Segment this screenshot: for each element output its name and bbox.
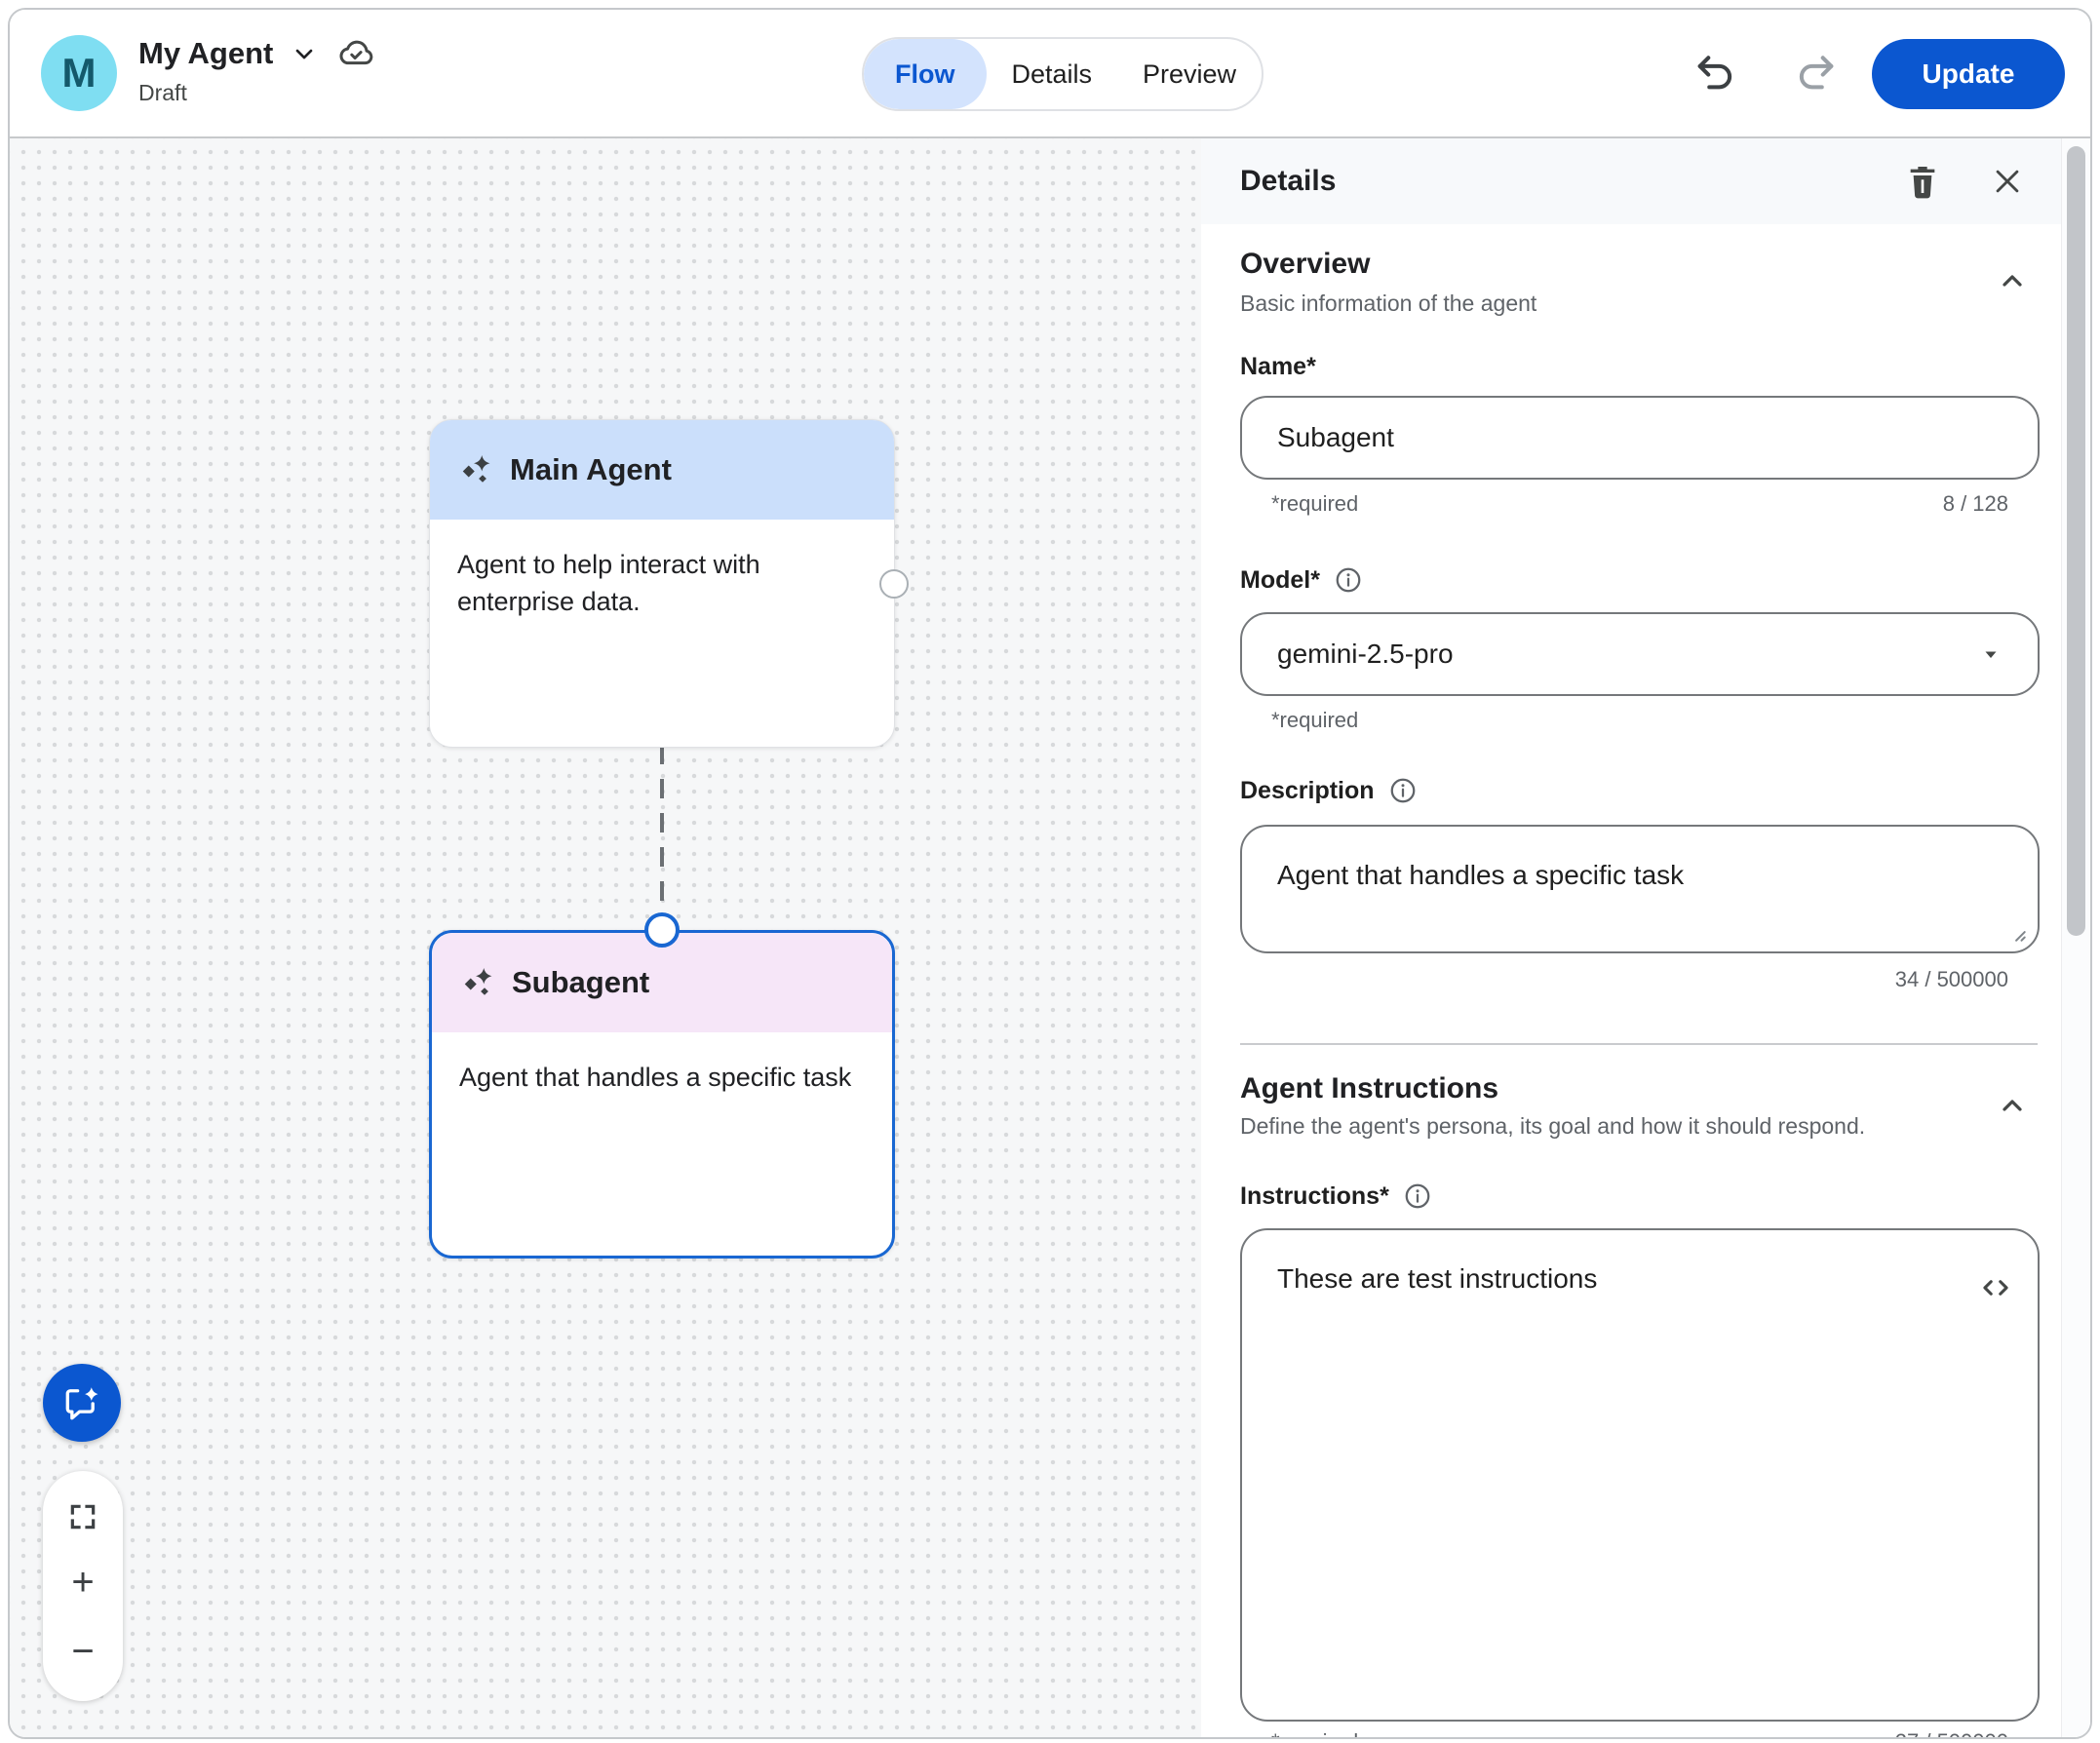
instructions-textarea[interactable]: These are test instructions [1240, 1228, 2040, 1722]
overview-heading: Overview [1240, 248, 1371, 280]
ai-chat-button[interactable] [43, 1364, 121, 1442]
dropdown-caret-icon [1979, 642, 2003, 666]
model-select[interactable]: gemini-2.5-pro [1240, 612, 2040, 696]
model-selected-value: gemini-2.5-pro [1277, 639, 1454, 669]
name-input[interactable] [1240, 396, 2040, 480]
top-bar: M My Agent Draft Flow Details Preview [10, 10, 2090, 138]
description-label: Description [1240, 776, 1418, 805]
name-hint-row: *required 8 / 128 [1240, 491, 2040, 517]
resize-handle-icon[interactable] [2003, 918, 2028, 944]
connector-handle-right[interactable] [879, 569, 909, 599]
description-hint-row: 34 / 500000 [1240, 967, 2040, 992]
details-panel: Details Overview Basic information of th… [1201, 138, 2090, 1737]
update-button[interactable]: Update [1872, 39, 2065, 109]
node-main-agent[interactable]: Main Agent Agent to help interact with e… [429, 419, 895, 748]
model-required-hint: *required [1271, 708, 1359, 732]
node-title: Main Agent [510, 452, 672, 486]
instructions-required-hint: *required [1271, 1729, 1358, 1737]
node-description: Agent that handles a specific task [459, 1063, 852, 1092]
collapse-instructions-icon[interactable] [1997, 1090, 2028, 1121]
agent-title: My Agent [138, 36, 274, 70]
node-subagent[interactable]: Subagent Agent that handles a specific t… [429, 930, 895, 1259]
chat-sparkle-icon [61, 1382, 102, 1423]
cloud-saved-icon [335, 33, 376, 74]
instructions-hint-row: *required 27 / 500000 [1240, 1729, 2040, 1737]
name-char-counter: 8 / 128 [1942, 491, 2008, 516]
delete-icon[interactable] [1903, 162, 1942, 201]
instructions-label: Instructions* [1240, 1181, 1432, 1211]
info-icon[interactable] [1403, 1181, 1432, 1211]
flow-canvas[interactable]: Main Agent Agent to help interact with e… [10, 138, 1201, 1737]
view-tabs: Flow Details Preview [862, 37, 1264, 111]
panel-scrollbar[interactable] [2061, 138, 2090, 1737]
agent-title-block: My Agent Draft [138, 33, 376, 106]
agent-instructions-heading: Agent Instructions [1240, 1072, 1499, 1104]
node-subagent-header: Subagent [432, 933, 892, 1032]
node-title: Subagent [512, 965, 650, 999]
info-icon[interactable] [1388, 776, 1418, 805]
zoom-out-button[interactable]: − [71, 1630, 95, 1673]
redo-icon[interactable] [1794, 51, 1839, 96]
tab-flow[interactable]: Flow [864, 39, 987, 109]
instructions-char-counter: 27 / 500000 [1895, 1729, 2008, 1737]
collapse-overview-icon[interactable] [1997, 265, 2028, 296]
node-description: Agent to help interact with enterprise d… [457, 550, 760, 616]
sparkle-icon [461, 965, 496, 1000]
connector-handle-top[interactable] [644, 912, 680, 948]
undo-icon[interactable] [1692, 51, 1737, 96]
agent-instructions-subheading: Define the agent's persona, its goal and… [1240, 1113, 1866, 1139]
tab-preview[interactable]: Preview [1143, 58, 1237, 89]
panel-title: Details [1240, 165, 1337, 197]
name-label: Name* [1240, 353, 1316, 380]
edge-connector [660, 745, 664, 918]
code-icon[interactable] [1977, 1269, 2014, 1306]
section-divider [1240, 1043, 2038, 1045]
info-icon[interactable] [1334, 565, 1363, 595]
model-label: Model* [1240, 565, 1363, 595]
model-hint-row: *required [1240, 708, 2040, 733]
chevron-down-icon[interactable] [291, 40, 318, 67]
draft-status-label: Draft [138, 80, 187, 105]
name-required-hint: *required [1271, 491, 1359, 516]
fit-view-icon[interactable] [67, 1501, 98, 1532]
canvas-controls: + − [43, 1471, 123, 1701]
description-char-counter: 34 / 500000 [1894, 967, 2008, 991]
tab-details[interactable]: Details [1011, 58, 1093, 89]
close-icon[interactable] [1991, 165, 2024, 198]
scrollbar-thumb[interactable] [2067, 146, 2085, 936]
app-window: M My Agent Draft Flow Details Preview [8, 8, 2092, 1739]
zoom-in-button[interactable]: + [71, 1561, 95, 1604]
node-main-agent-header: Main Agent [430, 420, 894, 520]
overview-subheading: Basic information of the agent [1240, 290, 1537, 316]
description-textarea[interactable]: Agent that handles a specific task [1240, 825, 2040, 953]
sparkle-icon [459, 452, 494, 487]
agent-avatar: M [41, 35, 117, 111]
